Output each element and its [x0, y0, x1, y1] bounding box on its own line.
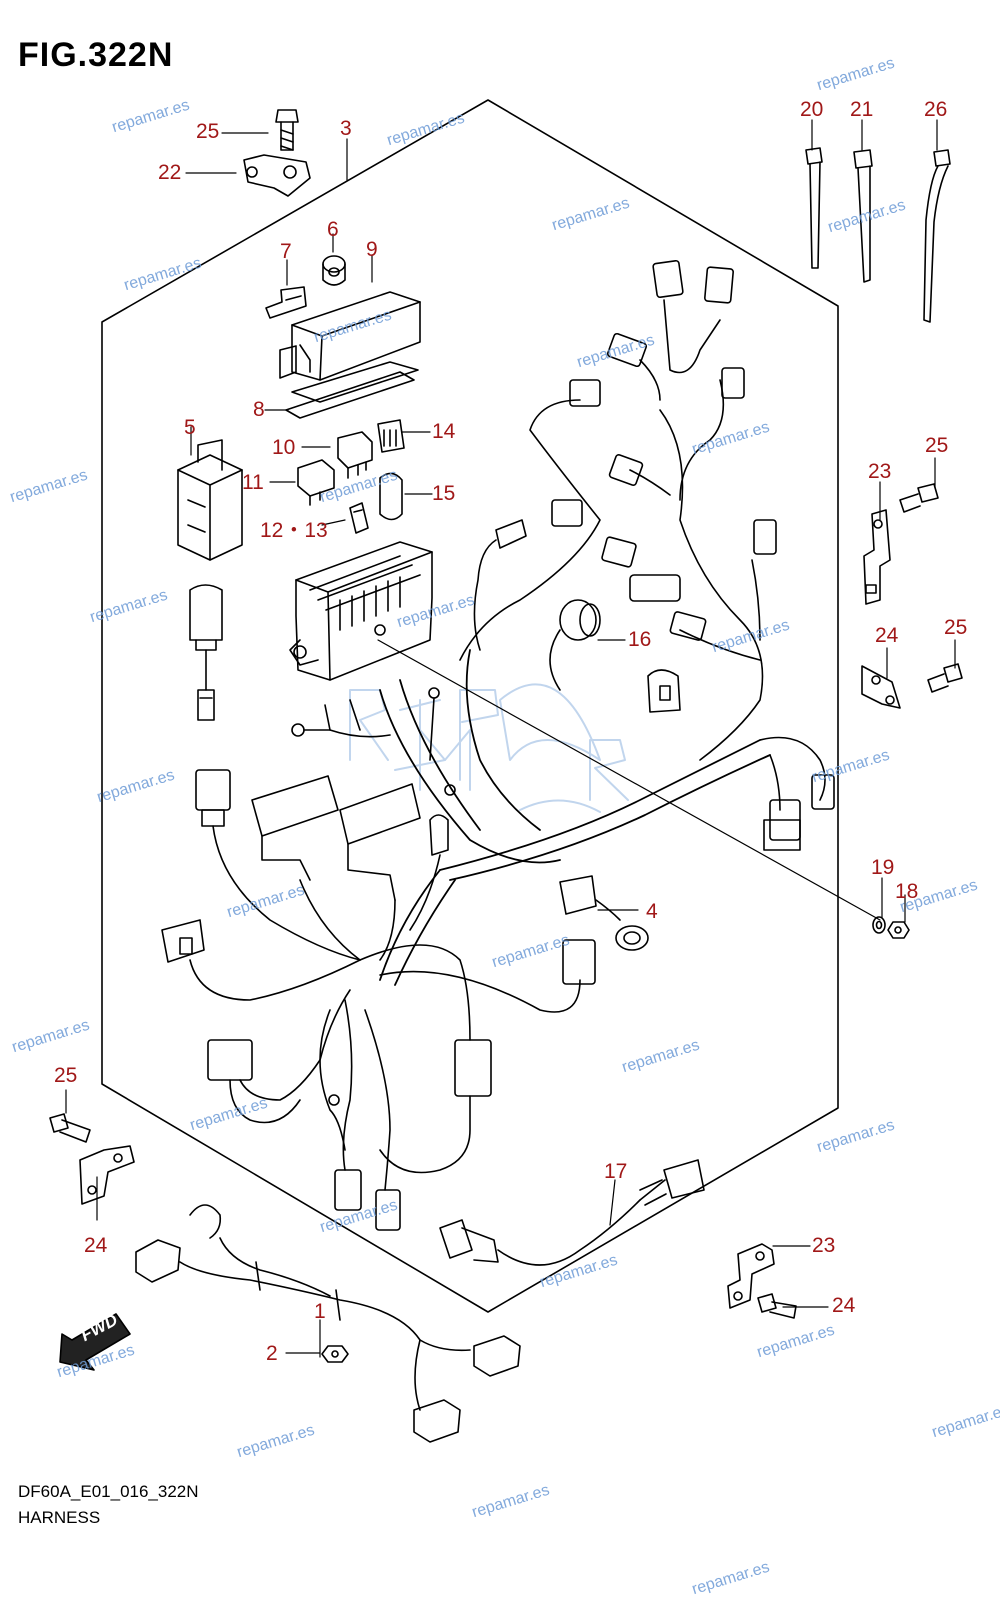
bolt-25-right-a	[899, 483, 939, 513]
battery-cable-1	[135, 1204, 521, 1443]
main-harness-trunk	[379, 649, 771, 986]
sensor-plug-top	[473, 519, 527, 651]
diode-14	[377, 419, 405, 453]
leader-lines	[65, 119, 956, 1358]
bolt-25-top	[275, 109, 299, 151]
figure-code: DF60A_E01_016_322N	[18, 1482, 199, 1501]
bracket-22	[243, 154, 311, 197]
callout-16: 16	[628, 628, 652, 651]
callout-15: 15	[432, 482, 456, 505]
center-logo	[349, 683, 629, 813]
nut-2	[321, 1345, 349, 1363]
callout-6: 6	[327, 218, 339, 241]
plug-5-lower	[189, 584, 223, 721]
bracket-24-right	[861, 665, 901, 709]
nut-18	[887, 921, 910, 939]
figure-caption: HARNESS	[18, 1508, 101, 1527]
connectors-upper-right	[551, 259, 777, 641]
junction-box	[289, 541, 433, 681]
ring-terminals	[291, 687, 456, 796]
callout-25-right-b: 25	[944, 616, 968, 639]
callout-14: 14	[432, 420, 456, 443]
callout-19: 19	[871, 856, 895, 879]
cable-tie-21	[853, 149, 873, 283]
callout-26: 26	[924, 98, 948, 121]
callout-2: 2	[266, 1342, 278, 1365]
sensor-16	[549, 599, 601, 691]
bracket-24-left	[79, 1145, 135, 1205]
callout-25-right-a: 25	[925, 434, 949, 457]
right-branch	[759, 736, 835, 851]
callout-24-left: 24	[84, 1234, 108, 1257]
callout-23-right: 23	[868, 460, 892, 483]
relay-11	[297, 459, 335, 506]
clip-7	[265, 286, 307, 319]
callout-5: 5	[184, 416, 196, 439]
bracket-23-bottom	[727, 1243, 775, 1309]
bolt-25-left	[49, 1113, 91, 1143]
callout-11: 11	[242, 471, 264, 494]
upper-harness-branches	[459, 299, 764, 761]
pad-connector	[647, 669, 681, 713]
washer-19	[872, 916, 886, 934]
cable-tie-26	[923, 149, 951, 323]
bracket-23-right	[863, 509, 891, 605]
cap-15	[379, 472, 403, 521]
grommet-6	[322, 255, 346, 286]
cable-tie-20	[805, 147, 823, 269]
relay-10	[337, 431, 373, 479]
callout-1: 1	[314, 1300, 326, 1323]
callout-24-bottom: 24	[832, 1294, 856, 1317]
callout-8: 8	[253, 398, 265, 421]
callout-18: 18	[895, 880, 919, 903]
callout-20: 20	[800, 98, 824, 121]
callout-3: 3	[340, 117, 352, 140]
callout-22: 22	[158, 161, 182, 184]
connector-4	[559, 875, 649, 951]
callout-24-right: 24	[875, 624, 899, 647]
fuse-12-13	[349, 502, 369, 534]
figure-title: FIG.322N	[18, 36, 174, 74]
bolt-25-right-b	[927, 663, 963, 693]
harness-boundary	[101, 99, 839, 1313]
callout-10: 10	[272, 436, 296, 459]
relay-holder-5	[177, 439, 243, 561]
callout-25-left: 25	[54, 1064, 78, 1087]
callout-23-bottom: 23	[812, 1234, 836, 1257]
fwd-arrow	[59, 1313, 131, 1371]
callout-9: 9	[366, 238, 378, 261]
callout-21: 21	[850, 98, 874, 121]
fuse-box-cover-9	[279, 291, 421, 381]
callout-4: 4	[646, 900, 658, 923]
callout-25-top: 25	[196, 120, 220, 143]
seal-8	[285, 361, 419, 419]
lower-harness	[161, 919, 596, 1231]
callout-12-13: 12・13	[260, 519, 328, 542]
left-connectors	[195, 769, 449, 961]
callout-7: 7	[280, 240, 292, 263]
sub-harness-17	[439, 1159, 705, 1266]
bolt-24-bottom	[757, 1293, 797, 1319]
callout-17: 17	[604, 1160, 628, 1183]
